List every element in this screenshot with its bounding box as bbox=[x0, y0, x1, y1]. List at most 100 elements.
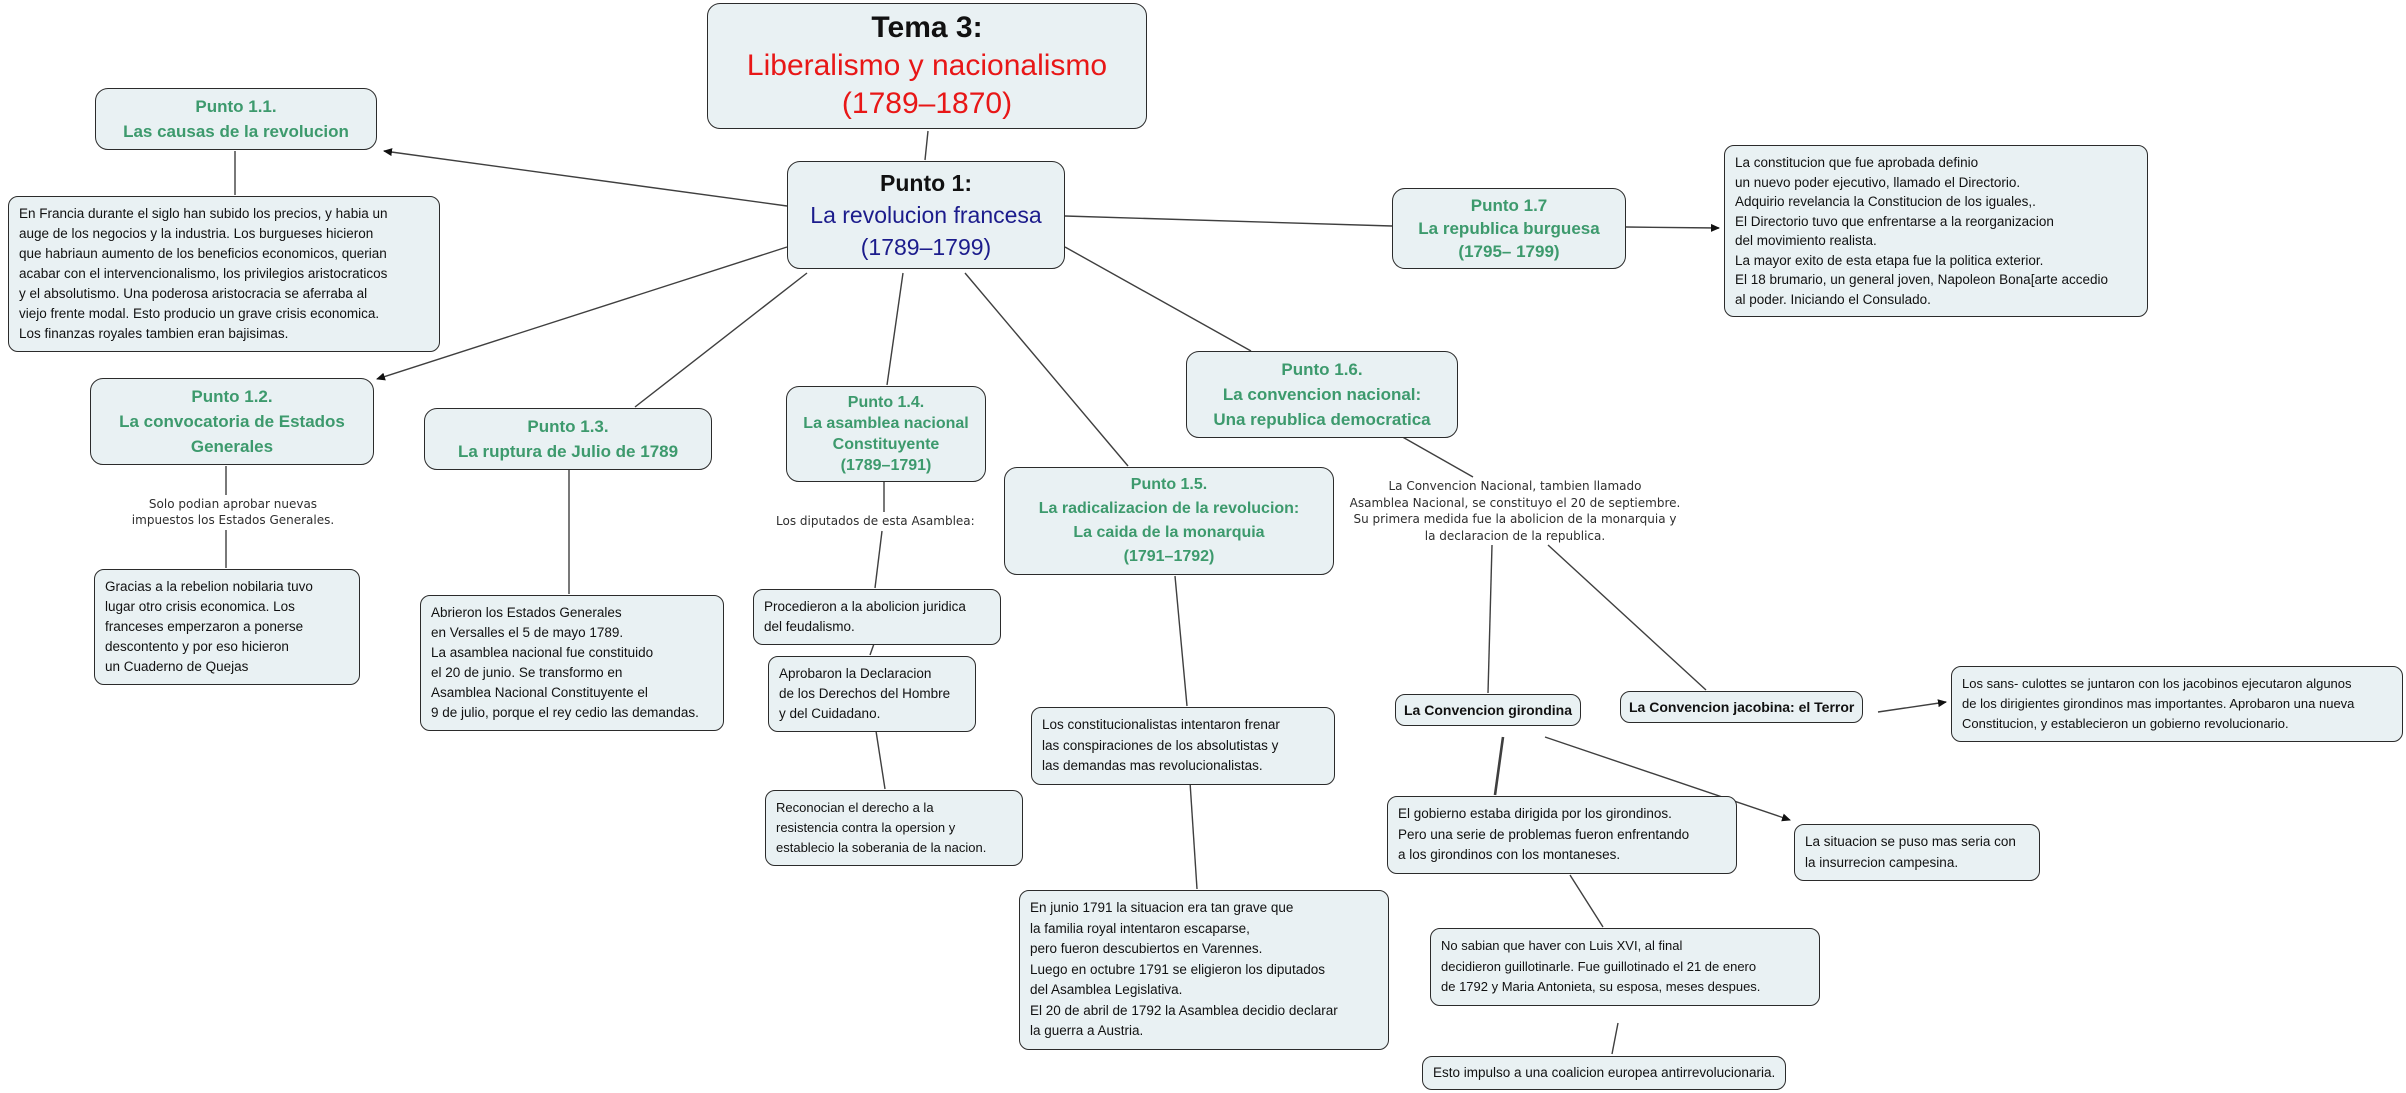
node-directorio-detalle-line: La constitucion que fue aprobada definio bbox=[1735, 155, 1979, 170]
node-convencion-jacobina-line: La Convencion jacobina: el Terror bbox=[1629, 699, 1855, 715]
node-cuaderno-quejas-line: descontento y por eso hicieron bbox=[105, 639, 289, 654]
node-label-estados-generales[interactable]: Solo podian aprobar nuevas impuestos los … bbox=[118, 496, 348, 528]
node-tema-3[interactable]: Tema 3:Liberalismo y nacionalismo(1789–1… bbox=[707, 3, 1147, 129]
edge-punto1-to-punto13 bbox=[634, 272, 808, 408]
node-punto-1-3-line: Punto 1.3. bbox=[527, 417, 609, 436]
node-punto-1-1-line: Las causas de la revolucion bbox=[123, 122, 349, 141]
edge-guillotina-to-coalicion bbox=[1611, 1022, 1619, 1055]
node-declaracion-derechos[interactable]: Aprobaron la Declaracion de los Derechos … bbox=[768, 656, 976, 732]
node-constitucionalistas-line: Los constitucionalistas intentaron frena… bbox=[1042, 717, 1280, 732]
edge-punto1-to-punto12 bbox=[376, 246, 788, 381]
node-punto-1-1-line: Punto 1.1. bbox=[195, 97, 277, 116]
node-tema-3-line: Tema 3: bbox=[871, 11, 983, 44]
node-punto-1-6[interactable]: Punto 1.6.La convencion nacional:Una rep… bbox=[1186, 351, 1458, 438]
node-punto-1-5[interactable]: Punto 1.5. La radicalizacion de la revolu… bbox=[1004, 467, 1334, 575]
node-causas-detalle[interactable]: En Francia durante el siglo han subido l… bbox=[8, 196, 440, 352]
node-label-convencion-nacional-line: la declaracion de la republica. bbox=[1424, 528, 1606, 543]
node-directorio-detalle-line: Adquirio revelancia la Constitucion de l… bbox=[1735, 194, 2036, 209]
node-fuga-varennes-line: pero fueron descubiertos en Varennes. bbox=[1030, 941, 1263, 956]
node-punto-1-5-line: Punto 1.5. bbox=[1130, 476, 1208, 493]
node-directorio-detalle-line: El Directorio tuvo que enfrentarse a la … bbox=[1735, 213, 2054, 229]
node-declaracion-derechos-line: y del Cuidadano. bbox=[779, 706, 881, 721]
node-punto-1-1[interactable]: Punto 1.1. Las causas de la revolucion bbox=[95, 88, 377, 150]
node-label-diputados[interactable]: Los diputados de esta Asamblea: bbox=[776, 513, 975, 529]
node-causas-detalle-line: auge de los negocios y la industria. Los… bbox=[19, 226, 374, 241]
edge-declaracion-to-resistencia bbox=[875, 730, 886, 790]
node-fuga-varennes-line: del Asamblea Legislativa. bbox=[1030, 982, 1183, 997]
node-estados-versalles-line: el 20 de junio. Se transformo en bbox=[431, 665, 623, 680]
node-punto-1-4-line: La asamblea nacional bbox=[803, 415, 969, 432]
node-punto-1-2-line: La convocatoria de Estados bbox=[119, 412, 345, 431]
edge-punto1-to-punto17 bbox=[1064, 215, 1393, 227]
node-estados-versalles-line: 9 de julio, porque el rey cedio las dema… bbox=[431, 705, 699, 720]
node-declaracion-derechos-line: Aprobaron la Declaracion bbox=[779, 666, 932, 681]
edge-punto15-to-constitucionalistas bbox=[1174, 575, 1188, 707]
node-guillotina-luis-xvi-line: No sabian que haver con Luis XVI, al fin… bbox=[1441, 938, 1683, 953]
edge-label-convencion-to-girondina bbox=[1487, 544, 1493, 694]
node-sans-culottes-line: Los sans- culottes se juntaron con los j… bbox=[1962, 676, 2352, 691]
node-punto-1-line: La revolucion francesa bbox=[810, 202, 1042, 228]
node-abolicion-feudalismo-line: Procedieron a la abolicion juridica bbox=[764, 599, 966, 614]
edge-punto1-to-punto11 bbox=[383, 148, 788, 207]
node-guillotina-luis-xvi[interactable]: No sabian que haver con Luis XVI, al fin… bbox=[1430, 928, 1820, 1006]
node-punto-1-2-line: Punto 1.2. bbox=[191, 387, 273, 406]
node-constitucionalistas-line: las conspiraciones de los absolutistas y bbox=[1042, 737, 1279, 753]
node-punto-1[interactable]: Punto 1: La revolucion francesa (1789–1799… bbox=[787, 161, 1065, 269]
node-abolicion-feudalismo[interactable]: Procedieron a la abolicion juridica del f… bbox=[753, 589, 1001, 645]
node-label-estados-generales-line: Solo podian aprobar nuevas bbox=[148, 497, 318, 511]
node-gobierno-girondino[interactable]: El gobierno estaba dirigida por los giro… bbox=[1387, 796, 1737, 874]
node-punto-1-5-line: (1791–1792) bbox=[1123, 548, 1215, 565]
node-label-convencion-nacional-line: Asamblea Nacional, se constituyo el 20 d… bbox=[1349, 495, 1681, 510]
node-cuaderno-quejas-line: lugar otro crisis economica. Los bbox=[105, 599, 295, 614]
node-label-diputados-line: Los diputados de esta Asamblea: bbox=[776, 514, 975, 528]
node-convencion-jacobina[interactable]: La Convencion jacobina: el Terror bbox=[1620, 691, 1864, 723]
node-declaracion-derechos-line: de los Derechos del Hombre bbox=[779, 686, 951, 701]
edge-jacobina-to-sans-culottes bbox=[1877, 699, 1947, 713]
node-tema-3-line: (1789–1870) bbox=[841, 87, 1013, 120]
edge-gobierno-to-guillotina bbox=[1569, 874, 1604, 928]
node-causas-detalle-line: En Francia durante el siglo han subido l… bbox=[19, 206, 388, 221]
edge-label-convencion-to-jacobina bbox=[1547, 544, 1707, 691]
node-punto-1-line: Punto 1: bbox=[880, 170, 972, 196]
node-sans-culottes-line: de los dirigientes girondinos mas import… bbox=[1962, 696, 2355, 711]
node-directorio-detalle[interactable]: La constitucion que fue aprobada definio… bbox=[1724, 145, 2148, 317]
node-directorio-detalle-line: del movimiento realista. bbox=[1735, 233, 1877, 248]
node-label-convencion-nacional-line: Su primera medida fue la abolicion de la… bbox=[1353, 512, 1677, 526]
node-fuga-varennes[interactable]: En junio 1791 la situacion era tan grave… bbox=[1019, 890, 1389, 1050]
node-directorio-detalle-line: un nuevo poder ejecutivo, llamado el Dir… bbox=[1735, 174, 2021, 190]
node-punto-1-7-line: La republica burguesa bbox=[1418, 219, 1600, 238]
node-coalicion-europea[interactable]: Esto impulso a una coalicion europea ant… bbox=[1422, 1056, 1787, 1090]
node-derecho-resistencia-line: establecio la soberania de la nacion. bbox=[776, 840, 987, 855]
node-label-estados-generales-line: impuestos los Estados Generales. bbox=[131, 513, 335, 527]
node-punto-1-3[interactable]: Punto 1.3. La ruptura de Julio de 1789 bbox=[424, 408, 712, 470]
node-abolicion-feudalismo-line: del feudalismo. bbox=[764, 619, 855, 634]
node-punto-1-7-line: Punto 1.7 bbox=[1470, 196, 1548, 215]
node-fuga-varennes-line: En junio 1791 la situacion era tan grave… bbox=[1030, 900, 1294, 915]
node-punto-1-3-line: La ruptura de Julio de 1789 bbox=[457, 442, 679, 461]
node-causas-detalle-line: Los finanzas royales tambien eran bajisi… bbox=[19, 326, 289, 341]
node-punto-1-5-line: La radicalizacion de la revolucion: bbox=[1038, 500, 1300, 517]
node-gobierno-girondino-line: El gobierno estaba dirigida por los giro… bbox=[1398, 806, 1672, 821]
node-punto-1-line: (1789–1799) bbox=[860, 234, 992, 260]
node-estados-versalles-line: Asamblea Nacional Constituyente el bbox=[431, 685, 648, 700]
node-gobierno-girondino-line: a los girondinos con los montaneses. bbox=[1398, 847, 1621, 862]
node-guillotina-luis-xvi-line: decidieron guillotinarle. Fue guillotina… bbox=[1441, 958, 1757, 974]
node-constitucionalistas[interactable]: Los constitucionalistas intentaron frena… bbox=[1031, 707, 1335, 785]
node-punto-1-2-line: Generales bbox=[190, 437, 274, 456]
node-cuaderno-quejas-line: un Cuaderno de Quejas bbox=[105, 659, 249, 674]
node-punto-1-4-line: Punto 1.4. bbox=[847, 394, 925, 411]
node-convencion-girondina[interactable]: La Convencion girondina bbox=[1395, 694, 1582, 726]
edge-punto1-to-punto15 bbox=[964, 272, 1129, 467]
node-fuga-varennes-line: la familia royal intentaron escaparse, bbox=[1030, 920, 1250, 936]
node-punto-1-6-line: La convencion nacional: bbox=[1222, 385, 1422, 404]
node-sans-culottes[interactable]: Los sans- culottes se juntaron con los j… bbox=[1951, 666, 2403, 742]
